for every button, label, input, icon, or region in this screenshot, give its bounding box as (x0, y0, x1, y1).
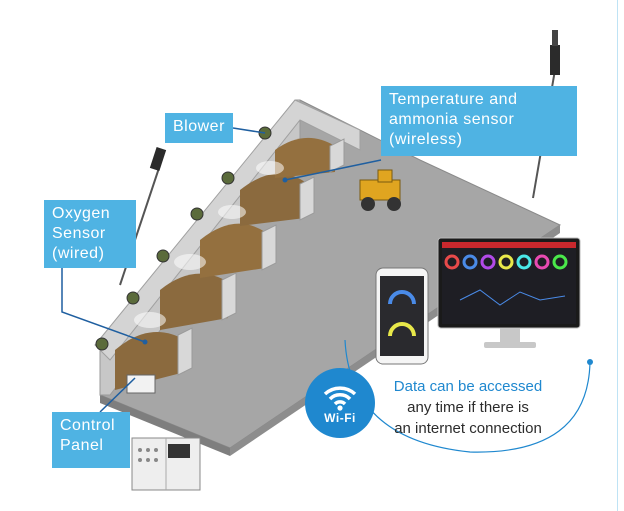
control-panel-unit (126, 374, 156, 394)
wifi-icon (323, 386, 357, 411)
page-edge-line (617, 0, 618, 511)
blower-icons (95, 126, 272, 351)
data-access-message: Data can be accessed any time if there i… (376, 376, 560, 439)
divider-walls (177, 138, 345, 376)
dashboard-gauges (444, 254, 568, 270)
compost-bay-2 (160, 273, 228, 330)
blower-leader (232, 127, 266, 134)
wifi-badge-label: Wi-Fi (324, 411, 356, 425)
wifi-badge: Wi-Fi (305, 368, 375, 438)
compost-bays (115, 137, 335, 390)
data-access-line-1: Data can be accessed (393, 378, 543, 395)
smartphone (375, 267, 429, 365)
compost-bay-5 (275, 137, 335, 178)
control-panel-callout: Control Panel (52, 412, 130, 468)
compost-bay-4 (240, 173, 305, 226)
data-access-line-3: an internet connection (394, 420, 542, 437)
steam-plumes (134, 161, 284, 328)
temperature-sensor-callout: Temperature and ammonia sensor (wireless… (381, 86, 577, 156)
control-leader (99, 377, 136, 413)
oxygen-leader (61, 268, 146, 343)
control-cabinet (131, 437, 201, 491)
temperature-leader (284, 159, 382, 181)
blower-callout: Blower (165, 113, 233, 143)
oxygen-sensor-callout: Oxygen Sensor (wired) (44, 200, 136, 268)
compost-bay-3 (200, 223, 265, 278)
dashboard-trend (459, 289, 566, 306)
wheel-loader-icon (359, 169, 401, 211)
data-access-line-2: any time if there is (407, 399, 529, 416)
dashboard-monitor (437, 237, 581, 348)
